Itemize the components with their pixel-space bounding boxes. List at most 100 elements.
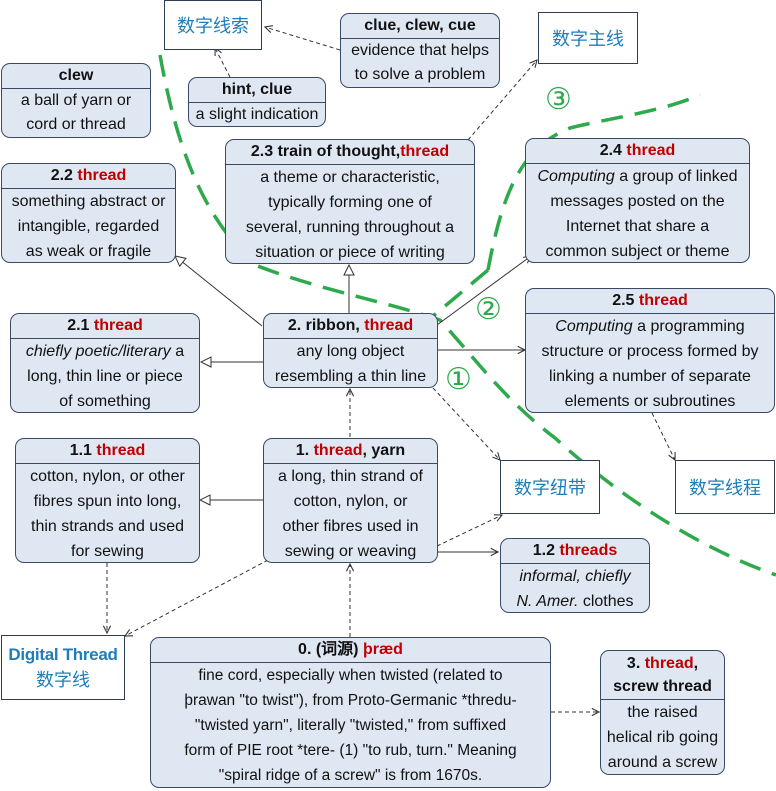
body-line: Computing a programming	[528, 314, 772, 339]
node-hint-clue: hint, clue a slight indication	[188, 77, 326, 127]
body-line: a slight indication	[195, 106, 319, 123]
title-text: 2. ribbon,	[287, 317, 365, 334]
title-line: 3. thread,	[603, 652, 722, 675]
node-clew: clew a ball of yarn or cord or thread	[1, 63, 151, 138]
body-text: a group of linked	[614, 168, 738, 185]
node-2-3-title: 2.3 train of thought,thread	[226, 140, 474, 165]
label-digital-mainline-text: 数字主线	[552, 29, 624, 50]
node-hint-clue-body: a slight indication	[189, 103, 325, 126]
edge-clue-to-label	[265, 27, 341, 51]
node-1-title: 1. thread, yarn	[264, 439, 437, 464]
node-1-1-title: 1.1 thread	[16, 439, 199, 464]
node-2-title: 2. ribbon, thread	[264, 314, 437, 339]
body-line: messages posted on the	[550, 193, 725, 210]
title-highlight: þræd	[362, 641, 403, 658]
title-text: 3.	[626, 655, 645, 672]
title-highlight: threads	[559, 542, 618, 559]
body-line: "twisted yarn", literally "twisted," fro…	[194, 717, 507, 734]
node-clue-clew-cue-body: evidence that helps to solve a problem	[341, 39, 499, 87]
body-line: several, running throughout a	[245, 219, 455, 236]
node-2-4-title: 2.4 thread	[526, 139, 749, 164]
edge-2-5-to-threading	[651, 412, 675, 460]
node-2-5-title: 2.5 thread	[526, 289, 774, 314]
node-clew-body: a ball of yarn or cord or thread	[2, 89, 150, 137]
label-digital-ribbon-text: 数字纽带	[514, 478, 586, 499]
node-1-body: a long, thin strand of cotton, nylon, or…	[264, 464, 437, 562]
region-number-3: ③	[545, 82, 572, 117]
body-line: informal, chiefly	[503, 564, 647, 589]
node-2-1: 2.1 thread chiefly poetic/literary a lon…	[10, 313, 200, 413]
body-line: other fibres used in	[282, 518, 419, 535]
edge-hint-to-label	[215, 48, 231, 78]
node-2-5: 2.5 thread Computing a programming struc…	[525, 288, 775, 413]
body-line: situation or piece of writing	[255, 244, 445, 261]
body-line: for sewing	[71, 543, 144, 560]
node-clue-clew-cue-title: clue, clew, cue	[341, 14, 499, 39]
label-digital-thread-cn: 数字线	[36, 669, 90, 691]
title-line: screw thread	[613, 678, 712, 695]
body-line: cotton, nylon, or other	[30, 468, 185, 485]
title-text: 1.1	[69, 442, 97, 459]
title-highlight: thread	[400, 143, 450, 160]
body-line: elements or subroutines	[564, 393, 736, 410]
region-number-2: ②	[475, 292, 502, 327]
title-highlight: thread	[77, 167, 127, 184]
title-highlight: thread	[644, 655, 694, 672]
body-line: Internet that share a	[565, 218, 710, 235]
body-line: evidence that helps	[351, 42, 489, 59]
node-1: 1. thread, yarn a long, thin strand of c…	[263, 438, 438, 563]
body-line: common subject or theme	[545, 243, 730, 260]
label-digital-thread: Digital Thread 数字线	[1, 635, 125, 700]
node-1-2-title: 1.2 threads	[501, 539, 649, 564]
title-text: 2.3 train of thought,	[250, 143, 401, 160]
node-1-2-body: informal, chiefly N. Amer. clothes	[501, 564, 649, 612]
node-2-3: 2.3 train of thought,thread a theme or c…	[225, 139, 475, 264]
body-line: "spiral ridge of a screw" is from 1670s.	[218, 767, 483, 784]
title-text: 1.	[295, 442, 314, 459]
node-clue-clew-cue: clue, clew, cue evidence that helps to s…	[340, 13, 500, 88]
body-line: cord or thread	[26, 116, 126, 133]
node-0: 0. (词源) þræd fine cord, especially when …	[150, 637, 551, 788]
edge-2-3-to-mainline	[467, 60, 537, 141]
node-2-5-body: Computing a programming structure or pro…	[526, 314, 774, 412]
body-line: helical rib going	[606, 729, 719, 746]
body-line: resembling a thin line	[274, 368, 427, 385]
boundary-region-2	[486, 93, 701, 271]
body-line: of something	[59, 393, 151, 410]
node-2-2: 2.2 thread something abstract or intangi…	[1, 163, 176, 263]
body-line: form of PIE root *tere- (1) "to rub, tur…	[184, 742, 517, 759]
node-2-1-body: chiefly poetic/literary a long, thin lin…	[11, 339, 199, 412]
body-line: any long object	[296, 343, 405, 360]
node-2-2-body: something abstract or intangible, regard…	[2, 189, 175, 262]
body-line: something abstract or	[11, 193, 166, 210]
title-highlight: thread	[364, 317, 414, 334]
node-2: 2. ribbon, thread any long object resemb…	[263, 313, 438, 388]
node-3-body: the raised helical rib going around a sc…	[601, 700, 724, 774]
node-clew-title: clew	[2, 64, 150, 89]
title-text: , yarn	[362, 442, 406, 459]
label-digital-clue: 数字线索	[164, 0, 262, 50]
body-line: cotton, nylon, or	[293, 493, 408, 510]
node-2-4-body: Computing a group of linked messages pos…	[526, 164, 749, 262]
edge-1-to-digital-thread	[125, 559, 269, 636]
body-text: a programming	[632, 318, 745, 335]
node-3-title: 3. thread, screw thread	[601, 651, 724, 700]
body-line: as weak or fragile	[25, 243, 152, 260]
node-3: 3. thread, screw thread the raised helic…	[600, 650, 725, 775]
body-text: clothes	[578, 593, 634, 610]
title-highlight: thread	[96, 442, 146, 459]
label-digital-threading-text: 数字线程	[689, 478, 761, 499]
body-line: long, thin line or piece	[27, 368, 183, 385]
label-digital-thread-en: Digital Thread	[8, 644, 118, 664]
body-line: typically forming one of	[268, 194, 432, 211]
body-line: around a screw	[607, 754, 718, 771]
body-line: thin strands and used	[31, 518, 184, 535]
body-italic: chiefly poetic/literary	[25, 343, 171, 360]
title-highlight: thread	[626, 142, 676, 159]
node-2-4: 2.4 thread Computing a group of linked m…	[525, 138, 750, 263]
title-text: 0. (词源)	[298, 641, 363, 658]
node-0-body: fine cord, especially when twisted (rela…	[151, 663, 550, 787]
title-text: 2.2	[50, 167, 78, 184]
body-line: a ball of yarn or	[20, 92, 132, 109]
